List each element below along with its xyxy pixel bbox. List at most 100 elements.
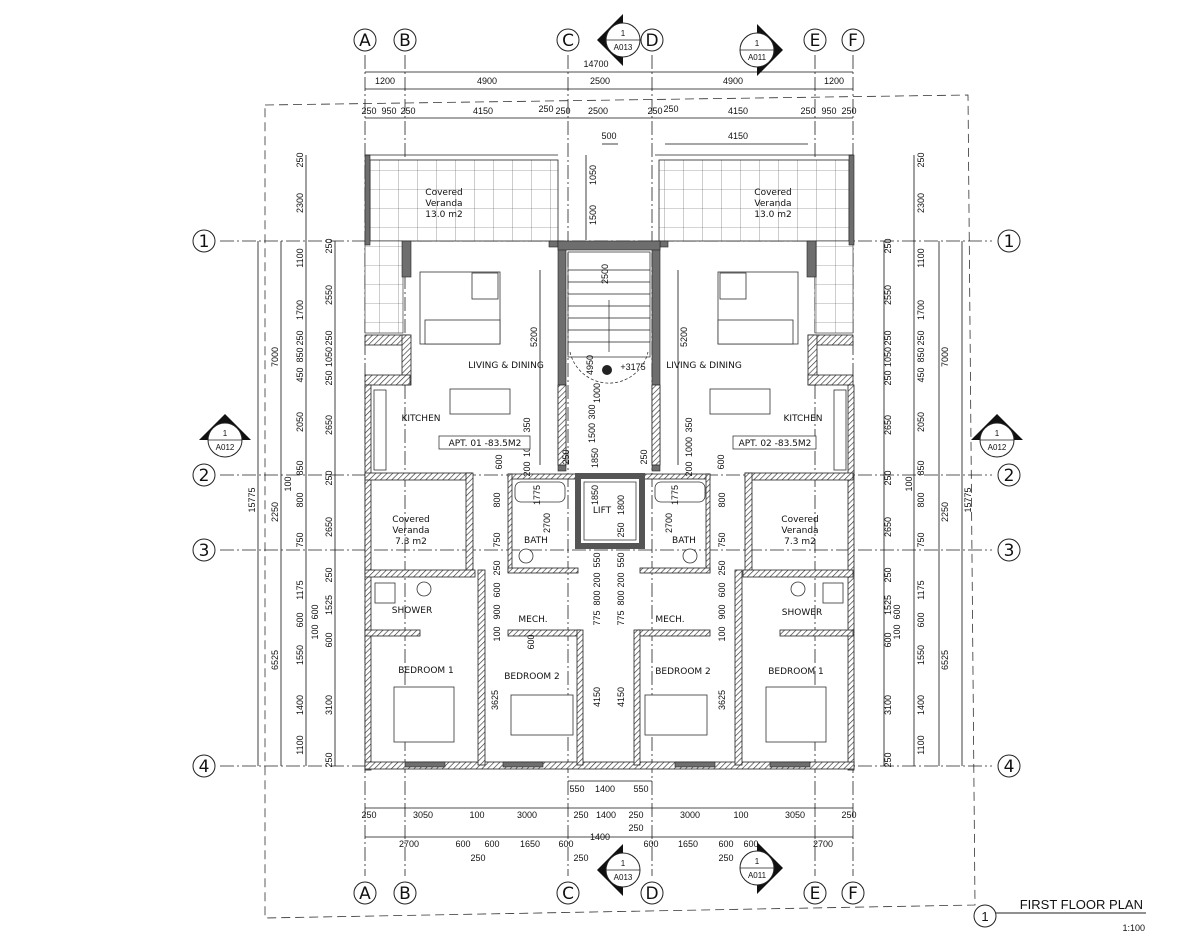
dimension-left-grid: 2250 [270, 502, 280, 522]
dimension-bottom-walls: 1400 [596, 810, 616, 820]
room-label-shower-left: SHOWER [392, 606, 432, 616]
section-marker-sheet: A013 [614, 43, 633, 52]
dimension-left-walls: 2650 [324, 415, 334, 435]
dimension-right-openings: 100 [892, 624, 902, 639]
lift-shaft [575, 473, 645, 549]
dimension-right-walls: 2650 [883, 415, 893, 435]
dimension-interior: 775 [616, 610, 626, 625]
grid-bubble-b: B [393, 28, 417, 52]
room-label-apt-right: APT. 02 -83.5M2 [739, 439, 812, 449]
dimension-top-walls: 250 [361, 106, 376, 116]
dimension-right-openings: 1550 [916, 645, 926, 665]
dimension-interior: 1000 [684, 437, 694, 457]
drawing-title: FIRST FLOOR PLAN [1020, 897, 1143, 912]
grid-label: 1 [199, 232, 210, 252]
dimension-right-walls: 1525 [883, 595, 893, 615]
dimension-bottom-walls: 250 [573, 810, 588, 820]
dimension-interior: 100 [492, 626, 502, 641]
dimension-left-walls: 600 [324, 632, 334, 647]
dimension-interior: 350 [684, 417, 694, 432]
dimension-top-grid: 4900 [723, 76, 743, 86]
dimension-left-openings: 2300 [295, 193, 305, 213]
section-marker-sheet: A012 [216, 443, 235, 452]
dimension-right-openings: 850 [916, 460, 926, 475]
grid-label: A [359, 31, 371, 51]
room-label-cveranda-left: 7.3 m2 [395, 537, 427, 547]
grid-label: C [562, 884, 574, 904]
grid-label: B [399, 884, 411, 904]
dimension-right-walls: 2650 [883, 517, 893, 537]
dimension-interior: 1500 [587, 423, 597, 443]
dimension-right-walls: 2550 [883, 285, 893, 305]
staircase [567, 251, 651, 384]
dimension-interior: 200 [522, 461, 532, 476]
grid-bubble-d: D [640, 28, 664, 52]
dimension-left-openings: 600 [295, 612, 305, 627]
dimension-right-walls: 600 [883, 632, 893, 647]
dimension-left-walls: 250 [324, 470, 334, 485]
dimension-left-openings: 1175 [295, 580, 305, 599]
room-label-lift: LIFT [593, 506, 612, 516]
furniture [373, 271, 847, 743]
dimension-right-walls: 250 [883, 470, 893, 485]
dimension-top-walls: 950 [381, 106, 396, 116]
dimension-interior: 775 [592, 610, 602, 625]
dimension-bottom-openings: 600 [743, 839, 758, 849]
dimension-left-openings: 100 [310, 624, 320, 639]
dimension-left-walls: 250 [324, 567, 334, 582]
dimension-bottom-openings: 1650 [678, 839, 698, 849]
dimension-bottom-openings: 2700 [813, 839, 833, 849]
dimension-left-openings: 2050 [295, 412, 305, 432]
dimension-top-walls: 250 [647, 106, 662, 116]
dimension-bottom-extra: 250 [470, 853, 485, 863]
dimension-bottom-openings: 2700 [399, 839, 419, 849]
dimension-interior: 100 [717, 626, 727, 641]
dimension-right-openings: 1400 [916, 695, 926, 715]
dimension-top-inner: 500 [601, 131, 616, 141]
dimension-top-walls: 250 [555, 106, 570, 116]
section-marker-number: 1 [621, 29, 626, 38]
dimension-right-overall: 15775 [963, 487, 973, 512]
dimension-right-grid: 6525 [940, 650, 950, 670]
dimension-right-openings: 850 [916, 347, 926, 362]
grid-label: B [399, 31, 411, 51]
dimension-right-openings: 2300 [916, 193, 926, 213]
section-marker-number: 1 [755, 857, 760, 866]
room-label-veranda-right: 13.0 m2 [754, 210, 791, 220]
dimension-interior: 600 [526, 634, 536, 649]
dimension-interior: 2500 [600, 264, 610, 284]
dimension-top-grid: 2500 [590, 76, 610, 86]
dimension-bottom-walls: 100 [733, 810, 748, 820]
room-label-veranda-left: 13.0 m2 [425, 210, 462, 220]
dimension-left-walls: 2650 [324, 517, 334, 537]
dimension-right-openings: 600 [916, 612, 926, 627]
dimension-bottom-extra: 250 [573, 853, 588, 863]
dimension-right-openings: 450 [916, 367, 926, 382]
apt-01-label-box [438, 435, 531, 450]
dimension-left-openings: 750 [295, 532, 305, 547]
room-label-bath-left: BATH [524, 536, 548, 546]
section-marker-sheet: A011 [748, 871, 767, 880]
dimension-interior: 1000 [592, 383, 602, 403]
dimension-interior: 550 [592, 552, 602, 567]
dimension-right-walls: 250 [883, 238, 893, 253]
dimension-top-walls: 250 [841, 106, 856, 116]
dimension-left-openings: 250 [295, 330, 305, 345]
room-label-mech-left: MECH. [518, 615, 547, 625]
dimension-right-openings: 2050 [916, 412, 926, 432]
dimension-top-walls: 250 [800, 106, 815, 116]
dimension-interior: 350 [522, 417, 532, 432]
section-marker-number: 1 [755, 39, 760, 48]
dimension-interior: 750 [492, 532, 502, 547]
dimension-interior: 3625 [717, 690, 727, 710]
grid-label: 1 [1004, 232, 1015, 252]
dimension-interior: 800 [717, 492, 727, 507]
dimension-right-openings: 800 [916, 492, 926, 507]
dimension-top-inner: 1050 [588, 165, 598, 185]
grid-label: F [848, 884, 858, 904]
dimension-top-walls: 250 [400, 106, 415, 116]
